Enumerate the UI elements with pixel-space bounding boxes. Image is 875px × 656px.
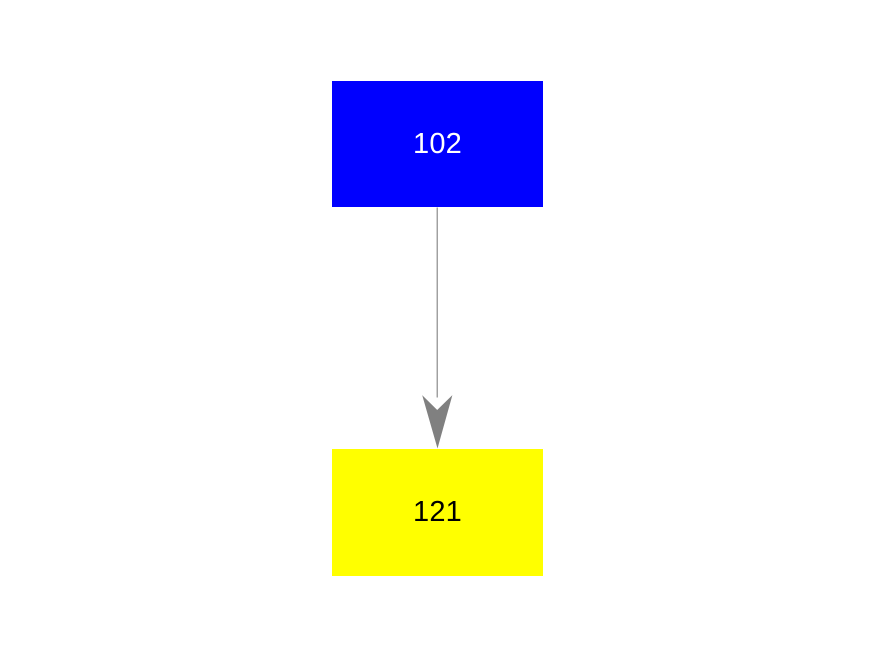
edge-102-to-121[interactable]: [422, 207, 453, 449]
graph-node-102[interactable]: 102: [332, 81, 543, 207]
node-label: 102: [413, 127, 462, 160]
graph-node-121[interactable]: 121: [332, 449, 543, 576]
arrowhead-icon: [422, 395, 453, 449]
node-label: 121: [413, 496, 462, 528]
